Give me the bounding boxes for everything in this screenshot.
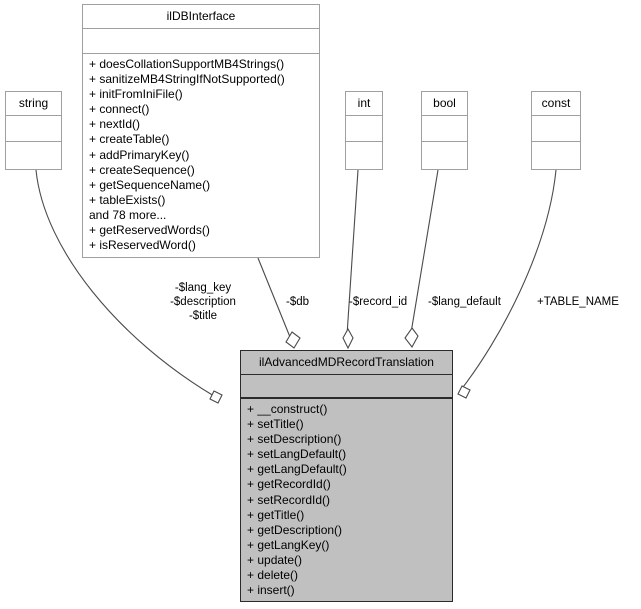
class-attributes-const: [532, 116, 580, 142]
edge-label-line: -$lang_default: [428, 296, 501, 308]
operation-item: + sanitizeMB4StringIfNotSupported(): [89, 72, 285, 87]
class-attributes-int: [346, 116, 382, 142]
class-name-const: const: [532, 92, 580, 116]
operation-item: + setLangDefault(): [247, 447, 347, 462]
class-box-string[interactable]: string: [5, 91, 62, 170]
class-operations-const: [532, 142, 580, 169]
aggregation-diamond-bool: [404, 327, 419, 349]
edge-label-dbinterface-to-record: -$db: [286, 295, 309, 309]
operation-item: + setDescription(): [247, 432, 342, 447]
class-box-int[interactable]: int: [345, 91, 383, 170]
operation-item: + createSequence(): [89, 162, 195, 177]
class-attributes-bool: [422, 116, 467, 142]
edge-label-line: -$record_id: [349, 296, 408, 308]
class-box-iladvancedmdrecordtranslation[interactable]: ilAdvancedMDRecordTranslation + __constr…: [240, 350, 453, 602]
operation-item: + connect(): [89, 102, 150, 117]
edge-label-line: +TABLE_NAME: [537, 296, 619, 308]
operation-item: + doesCollationSupportMB4Strings(): [89, 57, 285, 71]
edge-dbinterface-to-record: [257, 257, 291, 338]
operation-item: + getReservedWords(): [89, 223, 210, 238]
edge-string-to-record: [35, 169, 215, 397]
aggregation-diamond-string: [209, 390, 223, 404]
class-name-ildbinterface: ilDBInterface: [83, 5, 319, 29]
operation-item: + setTitle(): [247, 417, 304, 432]
operation-item: + insert(): [247, 583, 295, 598]
operation-item: + setRecordId(): [247, 492, 331, 507]
class-operations-string: [6, 142, 61, 169]
operation-item: + delete(): [247, 568, 299, 583]
operation-item: + isReservedWord(): [89, 238, 196, 253]
operation-item: + getLangDefault(): [247, 462, 347, 477]
operation-item: + getTitle(): [247, 507, 305, 522]
aggregation-diamond-const: [457, 385, 471, 399]
edge-label-line: -$description: [170, 296, 236, 308]
edge-const-to-record: [459, 169, 557, 392]
edge-label-line: -$lang_key: [174, 282, 232, 294]
class-name-string: string: [6, 92, 61, 116]
class-box-bool[interactable]: bool: [421, 91, 468, 170]
aggregation-diamond-db: [285, 331, 301, 349]
edge-label-int-to-record: -$record_id: [349, 295, 407, 309]
operation-item: + getLangKey(): [247, 537, 330, 552]
class-box-const[interactable]: const: [531, 91, 581, 170]
aggregation-diamond-int: [342, 327, 354, 350]
operation-item: + getDescription(): [247, 522, 343, 537]
class-name-int: int: [346, 92, 382, 116]
operation-more-indicator: and 78 more...: [89, 207, 167, 222]
operation-item: + nextId(): [89, 117, 141, 132]
class-attributes-iladvancedmdrecordtranslation: [241, 375, 452, 399]
class-operations-iladvancedmdrecordtranslation: + __construct() + setTitle() + setDescri…: [241, 399, 452, 602]
operation-item: + tableExists(): [89, 192, 166, 207]
operation-item: + addPrimaryKey(): [89, 147, 190, 162]
operation-item: + initFromIniFile(): [89, 87, 183, 102]
class-name-iladvancedmdrecordtranslation: ilAdvancedMDRecordTranslation: [241, 351, 452, 375]
operation-item: + getSequenceName(): [89, 177, 211, 192]
edge-label-string-to-record: -$lang_key -$description -$title: [128, 281, 278, 323]
class-operations-bool: [422, 142, 467, 169]
edge-label-const-to-record: +TABLE_NAME: [537, 295, 619, 309]
class-operations-int: [346, 142, 382, 169]
edge-label-bool-to-record: -$lang_default: [428, 295, 501, 309]
class-name-bool: bool: [422, 92, 467, 116]
class-operations-ildbinterface: + doesCollationSupportMB4Strings() + san…: [83, 54, 319, 257]
class-attributes-string: [6, 116, 61, 142]
operation-item: + getRecordId(): [247, 477, 331, 492]
operation-item: + __construct(): [247, 402, 328, 416]
class-attributes-ildbinterface: [83, 29, 319, 54]
edge-label-line: -$title: [188, 310, 218, 322]
operation-item: + createTable(): [89, 132, 170, 147]
operation-item: + update(): [247, 552, 303, 567]
edge-bool-to-record: [410, 169, 439, 334]
class-box-ildbinterface[interactable]: ilDBInterface + doesCollationSupportMB4S…: [82, 4, 320, 258]
edge-label-line: -$db: [286, 296, 310, 308]
edge-int-to-record: [346, 169, 359, 336]
